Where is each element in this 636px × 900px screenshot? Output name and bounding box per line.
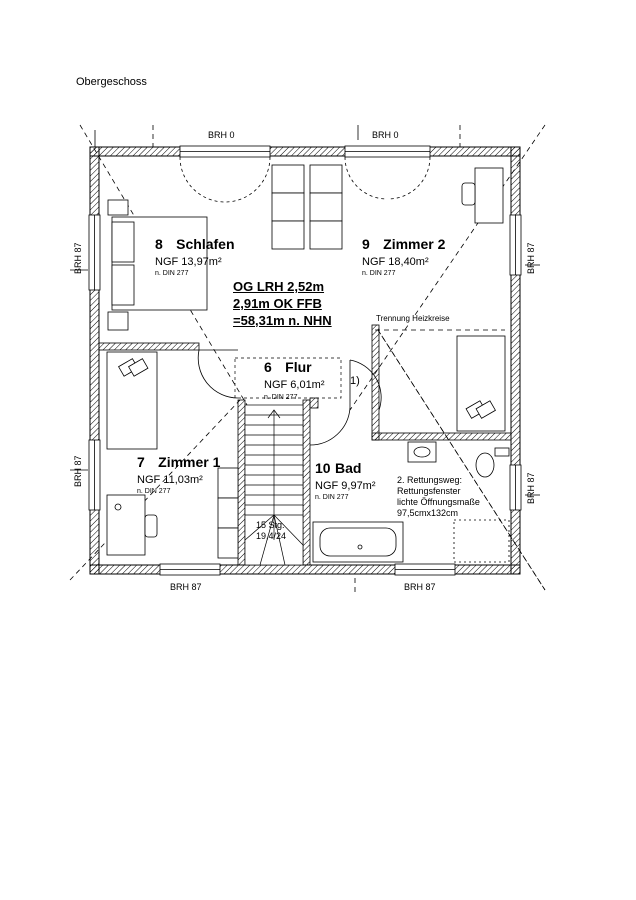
desk-zimmer2 — [461, 167, 504, 224]
room-zimmer-1: 7 Zimmer 1 NGF 11,03m² n. DIN 277 — [137, 455, 220, 495]
bed-zimmer1 — [106, 351, 158, 450]
window-label-right-upper: BRH 87 — [526, 242, 536, 274]
room-zimmer-2: 9 Zimmer 2 NGF 18,40m² n. DIN 277 — [362, 237, 445, 277]
flur-hatched-area — [234, 357, 342, 399]
escape-line-4: 97,5cmx132cm — [397, 508, 459, 518]
staircase — [244, 404, 304, 566]
escape-line-1: 2. Rettungsweg: — [397, 475, 463, 485]
bed-schlafen — [107, 199, 208, 331]
room-bad: 10 Bad NGF 9,97m² n. DIN 277 — [315, 461, 376, 501]
window-label-bottom-left: BRH 87 — [170, 582, 202, 592]
room-area: NGF 9,97m² — [315, 480, 376, 492]
door-swings — [179, 156, 431, 203]
escape-line-2: Rettungsfenster — [397, 486, 461, 496]
bathroom-fixtures — [312, 441, 510, 563]
room-name: Bad — [335, 460, 362, 476]
room-norm: n. DIN 277 — [264, 394, 298, 401]
level-line-1: OG LRH 2,52m — [233, 279, 325, 294]
room-norm: n. DIN 277 — [137, 488, 171, 495]
room-area: NGF 11,03m² — [137, 474, 203, 486]
room-norm: n. DIN 277 — [362, 270, 396, 277]
window-label-top-left: BRH 0 — [208, 130, 235, 140]
heating-note: Trennung Heizkreise — [376, 314, 450, 323]
escape-line-3: lichte Öffnungsmaße — [397, 497, 480, 507]
escape-route-note: 2. Rettungsweg: Rettungsfenster lichte Ö… — [397, 475, 480, 519]
level-line-3: =58,31m n. NHN — [233, 313, 332, 328]
room-name: Zimmer 2 — [383, 236, 446, 252]
window-label-left-lower: BRH 87 — [73, 455, 83, 487]
room-number: 8 — [155, 236, 163, 252]
windows — [88, 145, 522, 576]
room-schlafen: 8 Schlafen NGF 13,97m² n. DIN 277 — [155, 237, 235, 277]
room-flur: 6 Flur NGF 6,01m² n. DIN 277 — [264, 360, 325, 401]
room-area: NGF 18,40m² — [362, 256, 429, 268]
stairs-note: 15 Stg. 19,4/24 — [256, 520, 286, 542]
window-label-bottom-right: BRH 87 — [404, 582, 436, 592]
level-line-2: 2,91m OK FFB — [233, 296, 322, 311]
room-number: 6 — [264, 359, 272, 375]
flur-note: 1) — [350, 375, 360, 387]
room-number: 7 — [137, 454, 145, 470]
room-area: NGF 6,01m² — [264, 379, 325, 391]
room-number: 10 — [315, 460, 331, 476]
dimension-ticks — [70, 125, 540, 496]
stairs-ratio: 19,4/24 — [256, 531, 287, 541]
window-label-right-lower: BRH 87 — [526, 472, 536, 504]
room-area: NGF 13,97m² — [155, 256, 222, 268]
window-label-top-right: BRH 0 — [372, 130, 399, 140]
window-label-left-upper: BRH 87 — [73, 242, 83, 274]
room-norm: n. DIN 277 — [315, 494, 349, 501]
room-name: Schlafen — [176, 236, 235, 252]
stairs-count: 15 Stg. — [256, 520, 285, 530]
room-norm: n. DIN 277 — [155, 270, 189, 277]
room-name: Zimmer 1 — [158, 454, 221, 470]
door-arcs — [197, 349, 382, 446]
wardrobe — [271, 164, 343, 250]
desk-zimmer1 — [106, 467, 239, 559]
bed-zimmer2 — [456, 335, 506, 432]
level-info: OG LRH 2,52m 2,91m OK FFB =58,31m n. NHN — [233, 278, 332, 329]
room-name: Flur — [285, 359, 312, 375]
page-title: Obergeschoss — [76, 76, 147, 88]
room-number: 9 — [362, 236, 370, 252]
